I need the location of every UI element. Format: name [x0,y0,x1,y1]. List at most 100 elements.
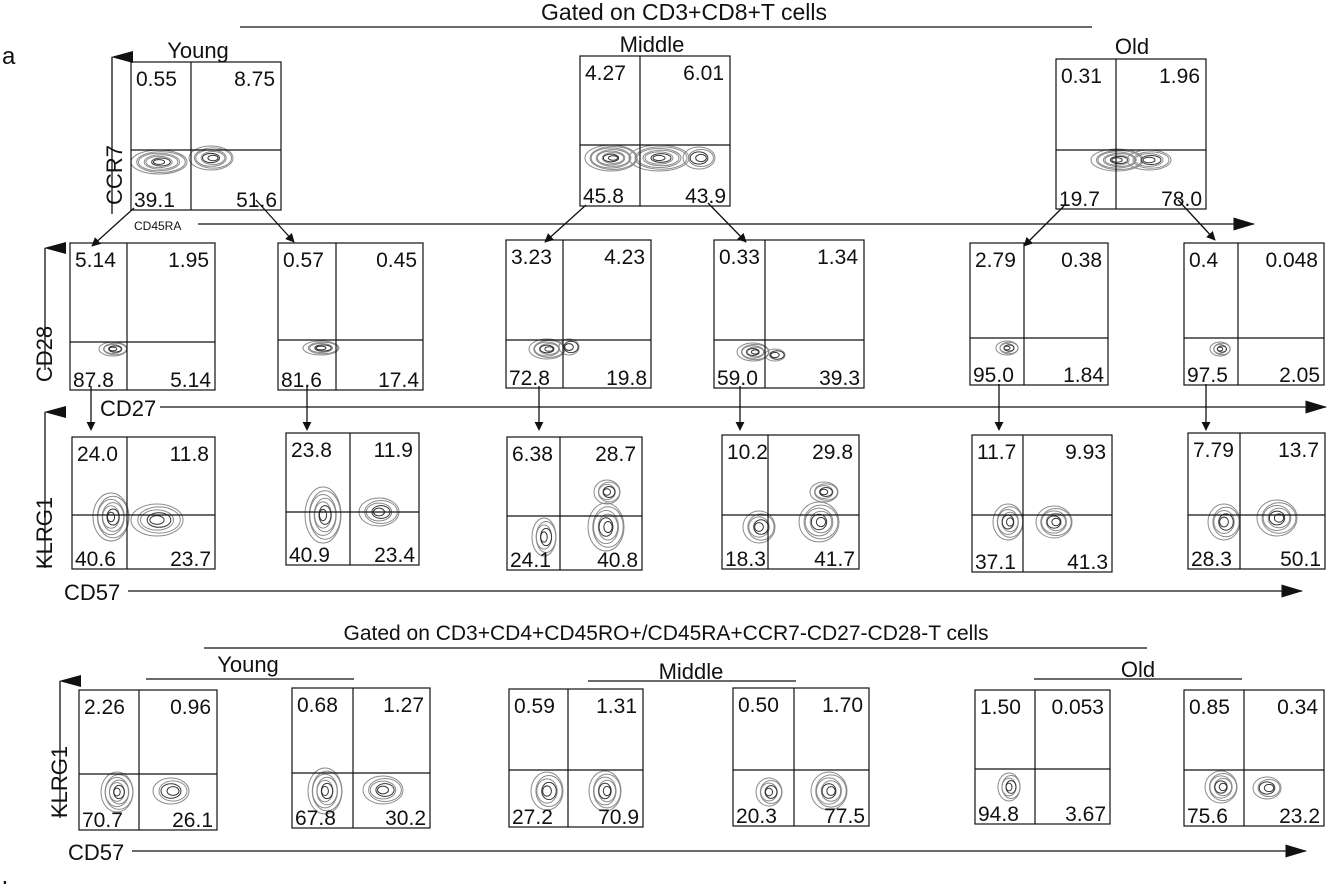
quadrant-upper-right-value: 11.8 [170,443,209,466]
quadrant-upper-right-value: 13.7 [1278,439,1319,462]
contour-ring [538,343,560,355]
contour-ring [814,485,834,499]
contour-ring [682,146,716,170]
quadrant-lower-right-value: 30.2 [385,807,426,830]
contour-ring [747,513,775,541]
contour-ring [1262,505,1292,531]
quadrant-lower-right-value: 3.67 [1065,803,1106,826]
quadrant-lower-left-value: 39.1 [134,189,175,212]
contour-ring [592,506,624,548]
contour-ring [804,507,834,537]
contour-ring [814,483,838,501]
quadrant-lower-right-value: 17.4 [378,369,419,392]
quadrant-upper-right-value: 0.34 [1277,696,1318,719]
gate-arrow [1023,205,1065,247]
row2-x-axis-label: CD27 [100,396,156,421]
contour-ring [821,783,837,799]
row3-x-axis-label: CD57 [64,580,120,605]
contour-ring [997,509,1019,535]
contour-ring [152,159,166,165]
contour-ring [1216,346,1224,352]
quadrant-upper-left-value: 2.26 [84,696,125,719]
contour-ring [815,516,827,528]
contour-ring [1111,157,1123,163]
plot-frame [130,61,282,211]
quadrant-lower-right-value: 23.7 [170,548,211,571]
contour-ring [542,785,552,797]
contour-ring [688,148,714,168]
contour-ring [106,511,116,523]
gate-arrow [707,202,747,243]
quadrant-lower-left-value: 81.6 [281,369,322,392]
contour-ring [602,785,612,797]
contour-ring [1212,506,1240,538]
contour-ring [1097,151,1137,169]
contour-ring [590,147,632,169]
group-label-young: Young [167,38,229,63]
contour-ring [770,351,780,359]
plot-frame [713,239,865,389]
quadrant-upper-right-value: 29.8 [812,441,853,464]
contour-ring [593,509,619,545]
contour-ring [207,154,219,162]
quadrant-lower-left-value: 94.8 [978,803,1019,826]
quadrant-lower-left-value: 20.3 [736,805,777,828]
quadrant-lower-left-value: 72.8 [509,367,550,390]
contour-ring [1046,515,1062,529]
plot-frame [579,55,731,207]
contour-ring [1045,512,1067,532]
contour-ring [535,774,563,808]
quadrant-lower-left-value: 37.1 [975,551,1016,574]
contour-ring [1273,513,1285,523]
contour-ring [748,516,770,538]
quadrant-upper-right-value: 1.95 [168,249,209,272]
contour-ring [362,775,404,805]
quadrant-lower-right-value: 70.9 [598,806,639,829]
contour-ring [753,519,769,535]
quadrant-lower-right-value: 1.84 [1063,364,1104,387]
contour-ring [200,151,226,165]
quadrant-lower-right-value: 39.3 [819,367,860,390]
contour-ring [636,147,682,169]
quadrant-lower-left-value: 70.7 [82,809,123,832]
contour-ring [603,520,613,534]
quadrant-upper-right-value: 11.9 [374,439,413,462]
quadrant-upper-left-value: 23.8 [291,439,332,462]
contour-ring [1104,154,1130,166]
contour-ring [113,787,121,797]
contour-ring [530,771,564,811]
contour-ring [759,780,783,804]
contour-ring [149,515,165,525]
quadrant-lower-right-value: 40.8 [597,549,638,572]
row3-y-axis-label: KLRG1 [32,497,57,569]
plot-frame [71,436,216,570]
quadrant-upper-left-value: 0.4 [1189,249,1219,272]
contour-ring [368,778,402,802]
quadrant-upper-left-value: 7.79 [1193,439,1234,462]
quadrant-upper-right-value: 6.01 [683,62,724,85]
quadrant-lower-right-value: 50.1 [1280,548,1321,571]
contour-ring [820,780,842,802]
contour-ring [1261,502,1297,534]
quadrant-lower-left-value: 40.9 [289,544,330,567]
quadrant-lower-left-value: 24.1 [510,549,551,572]
section2-y-axis-label: KLRG1 [47,746,72,818]
contour-ring [769,350,785,360]
contour-ring [996,506,1024,538]
contour-ring [826,786,836,796]
contour-ring [809,510,833,534]
quadrant-lower-right-value: 77.5 [824,805,865,828]
quadrant-upper-right-value: 0.96 [170,696,211,719]
quadrant-upper-left-value: 0.59 [514,695,555,718]
contour-ring [195,149,227,167]
contour-ring [819,486,833,498]
quadrant-upper-left-value: 0.33 [719,246,760,269]
